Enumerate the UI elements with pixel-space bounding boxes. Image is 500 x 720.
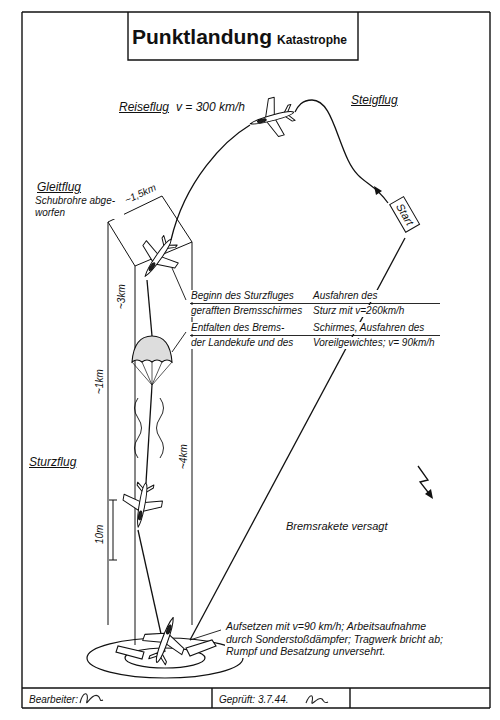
note-text: Aufsetzen mit v=90 km/h; Arbeitsaufnahme… bbox=[225, 620, 455, 658]
brake-parachute bbox=[132, 336, 172, 362]
smoke-trail bbox=[157, 398, 164, 458]
node-text: Start bbox=[393, 202, 416, 229]
arrowhead bbox=[425, 489, 433, 499]
shroud-line bbox=[152, 362, 153, 385]
dimension-line bbox=[113, 500, 114, 560]
note-text: der Landekufe und des bbox=[190, 337, 294, 349]
leader-line bbox=[190, 630, 221, 640]
shroud-line bbox=[152, 362, 172, 385]
note-text: Schubrohre abge- worfen bbox=[34, 195, 124, 219]
flight-phase-label: Gleitflug bbox=[36, 180, 82, 194]
signature bbox=[80, 694, 103, 703]
smoke-trail bbox=[135, 398, 142, 458]
leader-line bbox=[172, 268, 186, 300]
flight-phase-label: Steigflug bbox=[350, 93, 399, 107]
dimension-label: 10m bbox=[94, 524, 106, 545]
approach-line bbox=[190, 238, 405, 640]
note-text: Schirmes, Ausfahren des bbox=[312, 322, 425, 334]
sheet-title: Punktlandung bbox=[132, 24, 272, 49]
start-flag: Start bbox=[389, 196, 421, 233]
title-block-line bbox=[22, 687, 490, 688]
speed-label: v = 300 km/h bbox=[175, 100, 246, 114]
title-box bbox=[128, 12, 358, 60]
dimension-tick bbox=[109, 560, 117, 561]
aircraft-landed bbox=[137, 610, 193, 669]
note-text: Voreilgewichtes; v= 90km/h bbox=[312, 337, 436, 349]
flight-phase-label: Reiseflug bbox=[118, 100, 170, 114]
title-block-field: Bearbeiter: bbox=[28, 694, 79, 706]
title-block-line bbox=[211, 688, 212, 708]
signature bbox=[306, 696, 328, 704]
climb-path bbox=[295, 100, 388, 203]
aircraft-dive bbox=[119, 479, 165, 530]
glide-path bbox=[171, 125, 250, 240]
note-text: Ausfahren des bbox=[312, 290, 379, 302]
dive-path bbox=[147, 280, 152, 336]
title-block-field: Geprüft: 3.7.44. bbox=[218, 694, 290, 706]
dimension-tick bbox=[109, 500, 117, 501]
aircraft-cruise bbox=[245, 93, 299, 142]
shroud-line bbox=[142, 362, 152, 385]
broken-wing bbox=[186, 640, 216, 656]
frame-line bbox=[489, 12, 490, 708]
flight-phase-label: Sturzflug bbox=[28, 455, 77, 469]
note-text: Beginn des Sturzfluges bbox=[190, 290, 295, 302]
dive-path bbox=[146, 385, 152, 483]
leader-line bbox=[172, 332, 186, 352]
failure-note: Bremsrakete versagt bbox=[285, 520, 388, 533]
frame-line bbox=[22, 707, 490, 708]
frame-line bbox=[21, 12, 22, 708]
note-underline bbox=[190, 303, 440, 304]
title-subtitle: Katastrophe bbox=[276, 33, 348, 47]
aircraft-glide bbox=[129, 228, 187, 287]
dimension-label: ~3km bbox=[116, 283, 128, 310]
note-text: gerafften Bremsschirmes bbox=[190, 305, 303, 317]
title-block-line bbox=[349, 688, 350, 708]
shroud-line bbox=[152, 362, 162, 385]
dimension-label: ~1km bbox=[94, 368, 106, 395]
note-text: Sturz mit v=260km/h bbox=[312, 305, 405, 317]
note-text: Entfalten des Brems- bbox=[190, 322, 285, 334]
shroud-line bbox=[132, 362, 152, 385]
broken-wing bbox=[116, 646, 144, 659]
airspace-block-edge bbox=[135, 266, 136, 645]
dimension-label: ~1,5km bbox=[122, 181, 159, 207]
dimension-label: ~4km bbox=[178, 443, 190, 470]
arrowhead bbox=[374, 186, 382, 195]
note-underline bbox=[190, 335, 440, 336]
airspace-block-edge bbox=[108, 222, 109, 625]
frame-line bbox=[22, 11, 490, 12]
